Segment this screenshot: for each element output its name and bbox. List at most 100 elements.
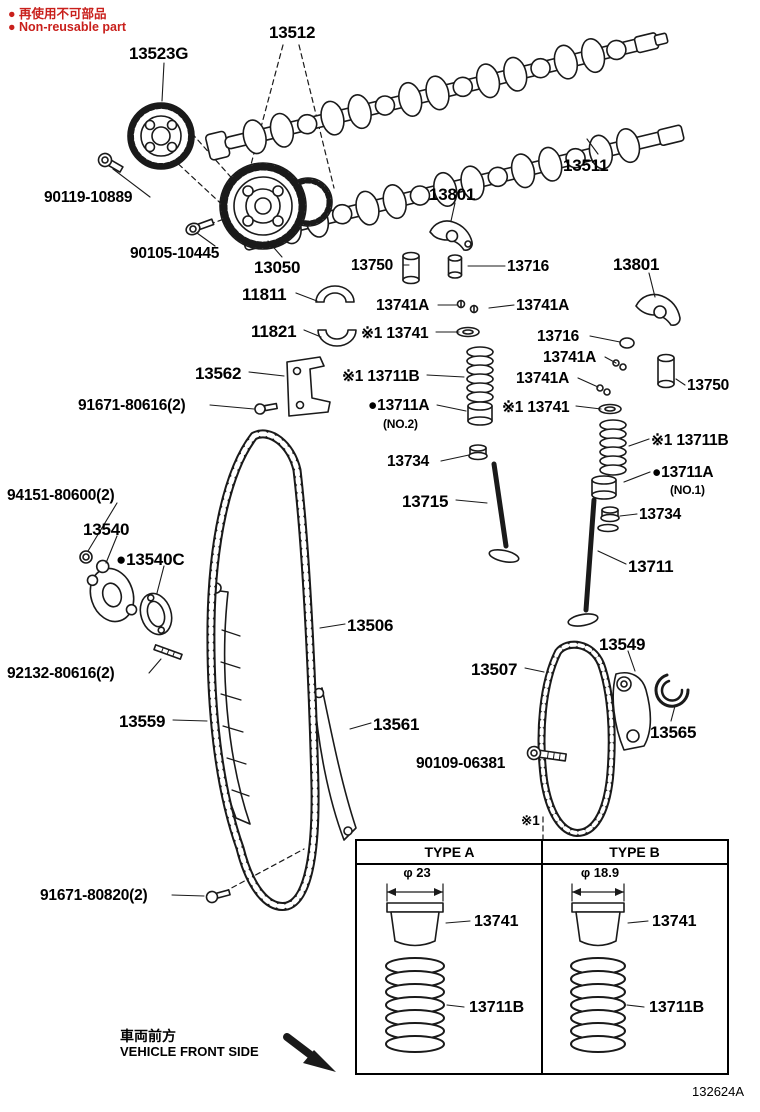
timing-gear-13523g — [127, 102, 195, 170]
label-13549: 13549 — [599, 635, 646, 654]
label-94151-80600: 94151-80600(2) — [7, 487, 115, 504]
camshaft-13512 — [204, 32, 669, 161]
label-13711b-left: ※1 13711B — [342, 368, 420, 385]
label-90105-10445: 90105-10445 — [130, 245, 220, 262]
table-lifter-type-b — [571, 902, 625, 947]
bearing-cap-11821 — [317, 329, 357, 347]
label-13734-right: 13734 — [639, 506, 682, 523]
label-13565: 13565 — [650, 723, 697, 742]
label-11811: 11811 — [242, 285, 287, 304]
label-13716-left: 13716 — [507, 258, 550, 275]
stem-seal-13734-left — [468, 444, 488, 461]
gasket-13540c — [139, 592, 173, 636]
label-no2: (NO.2) — [383, 417, 418, 431]
valve-13715 — [488, 461, 520, 564]
type-a-lifter-label: 13741 — [474, 913, 519, 930]
label-90119-10889: 90119-10889 — [44, 189, 133, 206]
label-13711b-right: ※1 13711B — [651, 432, 729, 449]
vvt-pulley-13050 — [219, 162, 307, 250]
type-table: TYPE A TYPE B φ 23 φ 18.9 13741 13741 13… — [355, 839, 729, 1075]
type-a-spring-label: 13711B — [469, 999, 525, 1016]
label-13711a-no1: ●13711A — [652, 464, 714, 481]
type-a-diameter: φ 23 — [403, 865, 431, 880]
label-13741a-2: 13741A — [516, 297, 570, 314]
tensioner-rail-13561 — [313, 687, 357, 841]
bolt-90109-06381 — [526, 745, 567, 762]
spring-retainer-13741-right — [598, 403, 622, 415]
vehicle-front-label-jp: 車両前方 — [120, 1028, 176, 1044]
vehicle-front-arrow — [283, 1033, 336, 1072]
bolt-90119-10889 — [97, 152, 124, 173]
stud-92132-80616 — [153, 644, 183, 660]
valve-keepers-13741a-left — [456, 299, 479, 314]
pivot-13716-left — [447, 254, 463, 279]
label-11821: 11821 — [251, 322, 297, 341]
bolt-91671-80820 — [205, 889, 231, 904]
label-13561: 13561 — [373, 715, 420, 734]
label-13511: 13511 — [563, 156, 609, 175]
label-91671-80820: 91671-80820(2) — [40, 887, 148, 904]
valve-lifter-13711a-no1 — [591, 475, 617, 500]
valve-keepers-13741a-right-lower — [596, 384, 611, 396]
label-90109-06381: 90109-06381 — [416, 755, 506, 772]
label-92132-80616: 92132-80616(2) — [7, 665, 115, 682]
timing-chain-13506 — [206, 429, 320, 911]
bolt-91671-80616 — [254, 402, 278, 415]
table-dimension-type-a — [386, 883, 444, 902]
label-13741-left: ※1 13741 — [361, 325, 429, 342]
legend-non-reusable-jp: ● 再使用不可部品 — [8, 7, 107, 21]
label-13716-right: 13716 — [537, 328, 580, 345]
leader-lines — [87, 62, 686, 1008]
label-13741a-4: 13741A — [516, 370, 570, 387]
table-dimension-type-b — [571, 883, 625, 902]
type-table-divider — [541, 841, 543, 1073]
label-13734-left: 13734 — [387, 453, 430, 470]
stem-seal-13734-right — [597, 506, 620, 533]
nut-94151-80600 — [79, 550, 93, 564]
type-b-header: TYPE B — [609, 844, 660, 860]
label-13050: 13050 — [254, 258, 301, 277]
label-13540c: ●13540C — [116, 550, 185, 569]
vehicle-front-label-en: VEHICLE FRONT SIDE — [120, 1044, 259, 1059]
valve-keepers-13741a-right-upper — [612, 359, 627, 371]
label-13741a-1: 13741A — [376, 297, 430, 314]
table-spring-type-a — [385, 957, 445, 1053]
housing-13540 — [86, 559, 138, 623]
chain-13507 — [537, 640, 616, 837]
label-13523g: 13523G — [129, 44, 189, 63]
label-13741a-3: 13741A — [543, 349, 597, 366]
valve-spring-13711b-left — [466, 346, 494, 403]
label-13801-right: 13801 — [613, 255, 660, 274]
lash-adjuster-13750-left — [402, 251, 420, 285]
type-b-diameter: φ 18.9 — [580, 865, 620, 880]
spring-13565 — [654, 673, 690, 708]
label-13506: 13506 — [347, 616, 394, 635]
legend-non-reusable-en: ● Non-reusable part — [8, 20, 126, 34]
type-b-spring-label: 13711B — [649, 999, 705, 1016]
lash-adjuster-13750-right — [657, 353, 675, 389]
table-spring-type-b — [570, 957, 626, 1053]
valve-13711 — [567, 497, 599, 627]
label-13741-right: ※1 13741 — [502, 399, 570, 416]
camshaft-13511 — [239, 124, 685, 251]
spring-retainer-13741-left — [456, 326, 480, 338]
label-13507: 13507 — [471, 660, 518, 679]
type-a-header: TYPE A — [424, 844, 475, 860]
label-13711: 13711 — [628, 557, 674, 576]
table-lifter-type-a — [386, 902, 444, 947]
label-13750-right: 13750 — [687, 377, 730, 394]
label-13540: 13540 — [83, 520, 130, 539]
rocker-arm-13801-left — [429, 220, 473, 251]
label-13801-left: 13801 — [429, 185, 476, 204]
valve-lifter-13711a-no2 — [467, 401, 493, 426]
label-13750-left: 13750 — [351, 257, 394, 274]
label-no1: (NO.1) — [670, 483, 705, 497]
label-13711a-no2: ●13711A — [368, 397, 430, 414]
label-13559: 13559 — [119, 712, 166, 731]
bearing-cap-11811 — [315, 285, 355, 303]
label-13715: 13715 — [402, 492, 449, 511]
bolt-90105-10445 — [185, 218, 215, 236]
table-note-ref: ※1 — [521, 813, 540, 828]
